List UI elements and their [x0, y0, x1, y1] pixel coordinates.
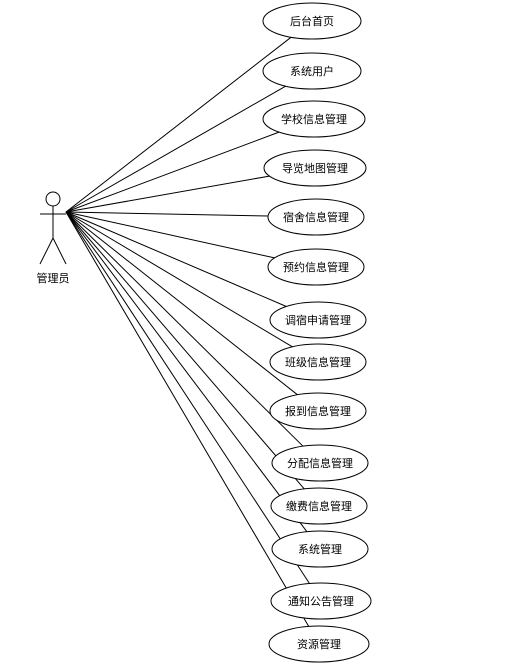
use-case: 缴费信息管理: [270, 487, 368, 525]
use-case-label: 调宿申请管理: [285, 313, 351, 327]
use-case: 预约信息管理: [267, 248, 365, 286]
actor-left-leg: [39, 237, 54, 265]
use-case-ellipse: [262, 2, 362, 40]
association-line: [65, 211, 275, 259]
use-case-label: 后台首页: [290, 14, 334, 28]
use-case: 导览地图管理: [263, 149, 367, 187]
use-case-ellipse: [267, 198, 365, 236]
use-case-label: 学校信息管理: [281, 112, 347, 126]
use-case-ellipse: [271, 530, 369, 568]
use-case: 宿舍信息管理: [267, 198, 365, 236]
use-case-label: 预约信息管理: [283, 260, 349, 274]
use-case: 学校信息管理: [262, 100, 366, 138]
association-line: [65, 211, 269, 217]
use-case-label: 资源管理: [297, 637, 341, 651]
use-case-ellipse: [268, 625, 370, 663]
use-case: 班级信息管理: [269, 343, 367, 381]
use-case: 系统用户: [262, 52, 362, 90]
association-line: [65, 211, 298, 396]
use-case-ellipse: [269, 392, 367, 430]
use-case-label: 宿舍信息管理: [283, 210, 349, 224]
use-case-ellipse: [270, 487, 368, 525]
use-case-label: 报到信息管理: [285, 404, 351, 418]
use-case: 调宿申请管理: [269, 301, 367, 339]
actor-right-leg: [52, 237, 67, 265]
use-case: 系统管理: [271, 530, 369, 568]
use-case-ellipse: [262, 52, 362, 90]
use-case-label: 通知公告管理: [288, 594, 354, 608]
actor-admin: 管理员: [37, 191, 70, 285]
use-case: 报到信息管理: [269, 392, 367, 430]
association-line: [65, 131, 280, 213]
use-case-ellipse: [262, 100, 366, 138]
association-line: [65, 211, 305, 490]
association-line: [65, 211, 310, 584]
association-line: [65, 211, 293, 348]
use-case: 后台首页: [262, 2, 362, 40]
use-case: 通知公告管理: [270, 582, 372, 620]
use-case-ellipse: [270, 582, 372, 620]
association-line: [65, 211, 304, 447]
use-cases: 后台首页系统用户学校信息管理导览地图管理宿舍信息管理预约信息管理调宿申请管理班级…: [262, 2, 372, 663]
use-case: 资源管理: [268, 625, 370, 663]
use-case-ellipse: [269, 301, 367, 339]
use-case-label: 缴费信息管理: [286, 499, 352, 513]
use-case-label: 系统管理: [298, 542, 342, 556]
association-lines: [65, 36, 310, 627]
use-case-ellipse: [269, 343, 367, 381]
use-case-label: 导览地图管理: [282, 161, 348, 175]
actor-label: 管理员: [37, 271, 70, 285]
use-case: 分配信息管理: [271, 444, 369, 482]
use-case-label: 分配信息管理: [287, 456, 353, 470]
use-case-ellipse: [267, 248, 365, 286]
association-line: [65, 211, 308, 533]
actor-head: [45, 191, 61, 207]
association-line: [65, 211, 310, 627]
association-line: [65, 36, 292, 213]
association-line: [65, 211, 287, 307]
association-line: [65, 85, 286, 213]
use-case-label: 班级信息管理: [285, 355, 351, 369]
use-case-ellipse: [271, 444, 369, 482]
use-case-label: 系统用户: [290, 64, 334, 78]
use-case-ellipse: [263, 149, 367, 187]
association-line: [65, 175, 270, 213]
